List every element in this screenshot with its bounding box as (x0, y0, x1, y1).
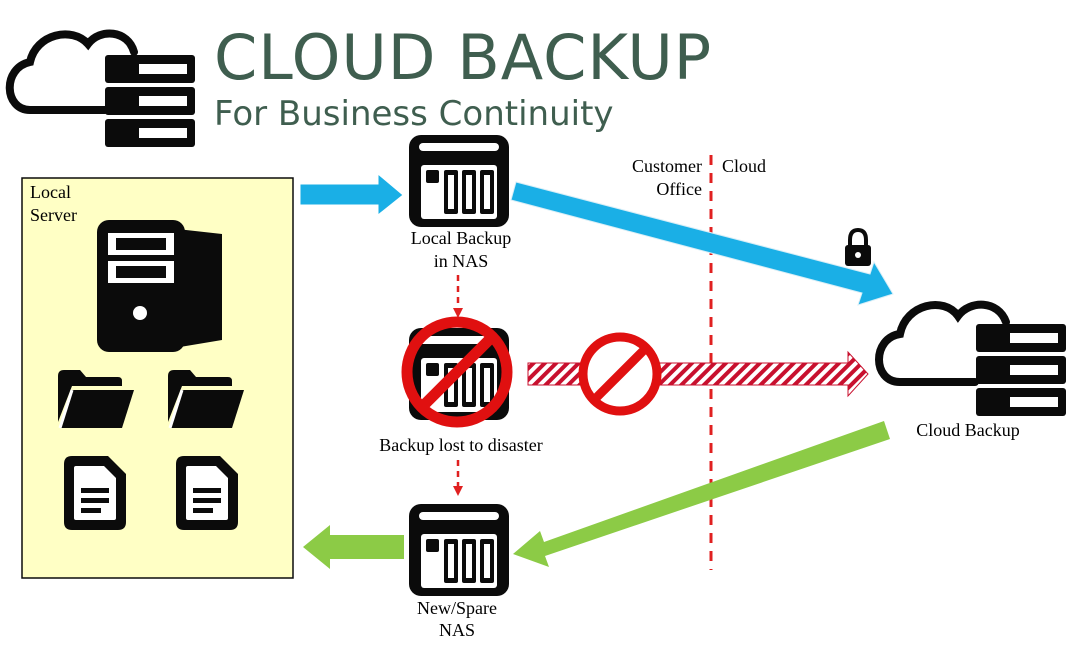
cloud-backup-icon (875, 300, 1066, 416)
restore-arrow-to-server (303, 525, 404, 569)
restore-arrow-to-nas (513, 421, 890, 567)
lost-nas-label: Backup lost to disaster (379, 435, 542, 455)
spare-nas-label-line2: NAS (439, 620, 475, 640)
disaster-arrow-1 (453, 275, 463, 318)
spare-nas-icon (409, 504, 509, 596)
tower-server-icon (97, 220, 222, 352)
cloud-backup-label: Cloud Backup (916, 420, 1020, 440)
local-server-panel: Local Server (21, 177, 294, 579)
local-nas-label-line2: in NAS (434, 251, 489, 271)
cloud-server-icon (5, 29, 195, 147)
page-title: CLOUD BACKUP (214, 21, 712, 94)
prohibited-icon (401, 316, 513, 428)
disaster-arrow-2 (453, 460, 463, 496)
zone-label-customer-line1: Customer (632, 156, 702, 176)
upload-arrow-to-nas (299, 172, 404, 217)
page-subtitle: For Business Continuity (214, 94, 614, 134)
local-server-label-line2: Server (30, 205, 77, 225)
prohibited-icon (578, 332, 662, 416)
local-nas-icon (409, 135, 509, 227)
lock-icon (845, 227, 871, 266)
zone-label-customer-line2: Office (656, 179, 702, 199)
document-icon (64, 456, 126, 530)
spare-nas-label-line1: New/Spare (417, 598, 497, 618)
local-nas-label-line1: Local Backup (411, 228, 511, 248)
local-server-label-line1: Local (30, 182, 71, 202)
document-icon (176, 456, 238, 530)
zone-label-cloud: Cloud (722, 156, 766, 176)
upload-arrow-to-cloud (510, 181, 894, 306)
